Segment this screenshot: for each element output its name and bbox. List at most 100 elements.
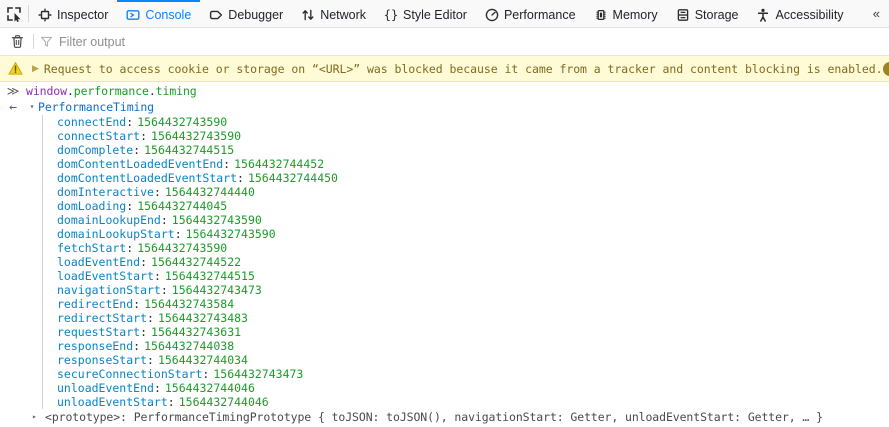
tab-network[interactable]: Network (292, 0, 375, 27)
trash-icon (10, 34, 25, 49)
console-input-echo[interactable]: ≫ window.performance.timing (0, 82, 889, 99)
tab-style-editor[interactable]: {} Style Editor (375, 0, 476, 27)
property-colon: : (223, 157, 231, 171)
prototype-row[interactable]: ▸ <prototype>: PerformanceTimingPrototyp… (0, 409, 889, 424)
tab-label: Memory (612, 7, 658, 22)
token-property: performance (73, 83, 149, 98)
property-row[interactable]: unloadEventStart:1564432744046 (0, 395, 889, 409)
filter-input[interactable]: Filter output (40, 32, 889, 52)
property-row[interactable]: domainLookupStart:1564432743590 (0, 227, 889, 241)
property-row[interactable]: domInteractive:1564432744440 (0, 185, 889, 199)
property-row[interactable]: redirectEnd:1564432743584 (0, 297, 889, 311)
input-prompt-icon: ≫ (6, 83, 20, 98)
performance-icon (485, 8, 499, 22)
property-value: 1564432744440 (164, 185, 255, 199)
element-picker-button[interactable] (0, 0, 28, 27)
property-row[interactable]: domContentLoadedEventEnd:1564432744452 (0, 157, 889, 171)
property-row[interactable]: redirectStart:1564432743483 (0, 311, 889, 325)
clear-console-button[interactable] (5, 31, 29, 53)
property-colon: : (147, 311, 154, 325)
property-value: 1564432744045 (137, 199, 228, 213)
property-row[interactable]: fetchStart:1564432743590 (0, 241, 889, 255)
property-row[interactable]: connectStart:1564432743590 (0, 129, 889, 143)
tab-debugger[interactable]: Debugger (200, 0, 292, 27)
tab-accessibility[interactable]: Accessibility (747, 0, 852, 27)
property-name: domContentLoadedEventStart (57, 171, 238, 185)
property-row[interactable]: loadEventEnd:1564432744522 (0, 255, 889, 269)
property-row[interactable]: navigationStart:1564432743473 (0, 283, 889, 297)
triangle-right-icon[interactable]: ▶ (32, 63, 39, 73)
property-colon: : (126, 241, 134, 255)
property-row[interactable]: requestStart:1564432743631 (0, 325, 889, 339)
property-name: domContentLoadedEventEnd (57, 157, 224, 171)
element-picker-icon (6, 6, 22, 22)
property-row[interactable]: domContentLoadedEventStart:1564432744450 (0, 171, 889, 185)
tab-console[interactable]: Console (117, 0, 201, 27)
token-object: window (26, 83, 67, 98)
property-value: 1564432743590 (137, 241, 228, 255)
property-value: 1564432744046 (178, 395, 269, 409)
property-row[interactable]: loadEventStart:1564432744515 (0, 269, 889, 283)
property-value: 1564432744515 (144, 143, 235, 157)
debugger-icon (209, 8, 223, 22)
property-name: domainLookupEnd (57, 213, 161, 227)
property-row[interactable]: domComplete:1564432744515 (0, 143, 889, 157)
property-colon: : (140, 325, 148, 339)
tree-guide-line (42, 115, 43, 409)
console-output: ≫ window.performance.timing ← ▾ Performa… (0, 82, 889, 424)
property-value: 1564432744515 (164, 269, 255, 283)
tab-inspector[interactable]: Inspector (29, 0, 117, 27)
property-row[interactable]: responseStart:1564432744034 (0, 353, 889, 367)
console-icon (126, 8, 140, 22)
property-colon: : (202, 367, 210, 381)
tab-performance[interactable]: Performance (476, 0, 585, 27)
toolbar-right-controls: « (868, 0, 889, 27)
property-colon: : (153, 381, 161, 395)
property-colon: : (237, 171, 244, 185)
tab-label: Style Editor (403, 7, 467, 22)
tab-memory[interactable]: Memory (585, 0, 667, 27)
property-colon: : (153, 185, 161, 199)
tab-label: Storage (694, 7, 739, 22)
property-value: 1564432743590 (137, 115, 228, 129)
tab-label: Debugger (228, 7, 284, 22)
property-row[interactable]: unloadEventEnd:1564432744046 (0, 381, 889, 395)
property-value: 1564432743590 (185, 227, 276, 241)
property-row[interactable]: secureConnectionStart:1564432743473 (0, 367, 889, 381)
property-name: redirectStart (57, 311, 148, 325)
property-colon: : (126, 199, 134, 213)
svg-text:{}: {} (384, 8, 398, 22)
warning-count-badge: 2 (882, 61, 889, 76)
disclosure-triangle-icon[interactable]: ▾ (29, 102, 35, 111)
warning-triangle-icon (7, 61, 23, 77)
property-value: 1564432744034 (157, 353, 248, 367)
devtools-toolbar: Inspector Console Debugger (0, 0, 889, 28)
tab-label: Performance (503, 7, 576, 22)
arrow-left-icon: ← (9, 99, 17, 115)
property-name: domLoading (57, 199, 127, 213)
input-expression: window.performance.timing (26, 84, 197, 98)
property-name: domComplete (57, 143, 134, 157)
console-result-header[interactable]: ← ▾ PerformanceTiming (0, 99, 889, 115)
property-row[interactable]: responseEnd:1564432744038 (0, 339, 889, 353)
property-name: responseStart (57, 353, 148, 367)
disclosure-triangle-icon[interactable]: ▸ (32, 411, 37, 421)
property-row[interactable]: domainLookupEnd:1564432743590 (0, 213, 889, 227)
console-warning-message[interactable]: ▶ Request to access cookie or storage on… (0, 56, 889, 82)
property-value: 1564432744522 (151, 255, 242, 269)
property-row[interactable]: domLoading:1564432744045 (0, 199, 889, 213)
tab-label: Console (145, 7, 192, 22)
console-filter-bar: Filter output (0, 28, 889, 56)
property-colon: : (160, 213, 168, 227)
tab-label: Accessibility (775, 7, 844, 22)
toolbar-divider (28, 5, 29, 22)
property-colon: : (147, 353, 154, 367)
chevron-left-icon[interactable]: « (872, 6, 880, 21)
tab-storage[interactable]: Storage (667, 0, 748, 27)
storage-icon (676, 8, 690, 22)
funnel-icon (40, 35, 53, 48)
style-editor-icon: {} (384, 8, 398, 22)
warning-text: Request to access cookie or storage on “… (43, 61, 883, 76)
inspector-icon (38, 8, 52, 22)
property-row[interactable]: connectEnd:1564432743590 (0, 115, 889, 129)
